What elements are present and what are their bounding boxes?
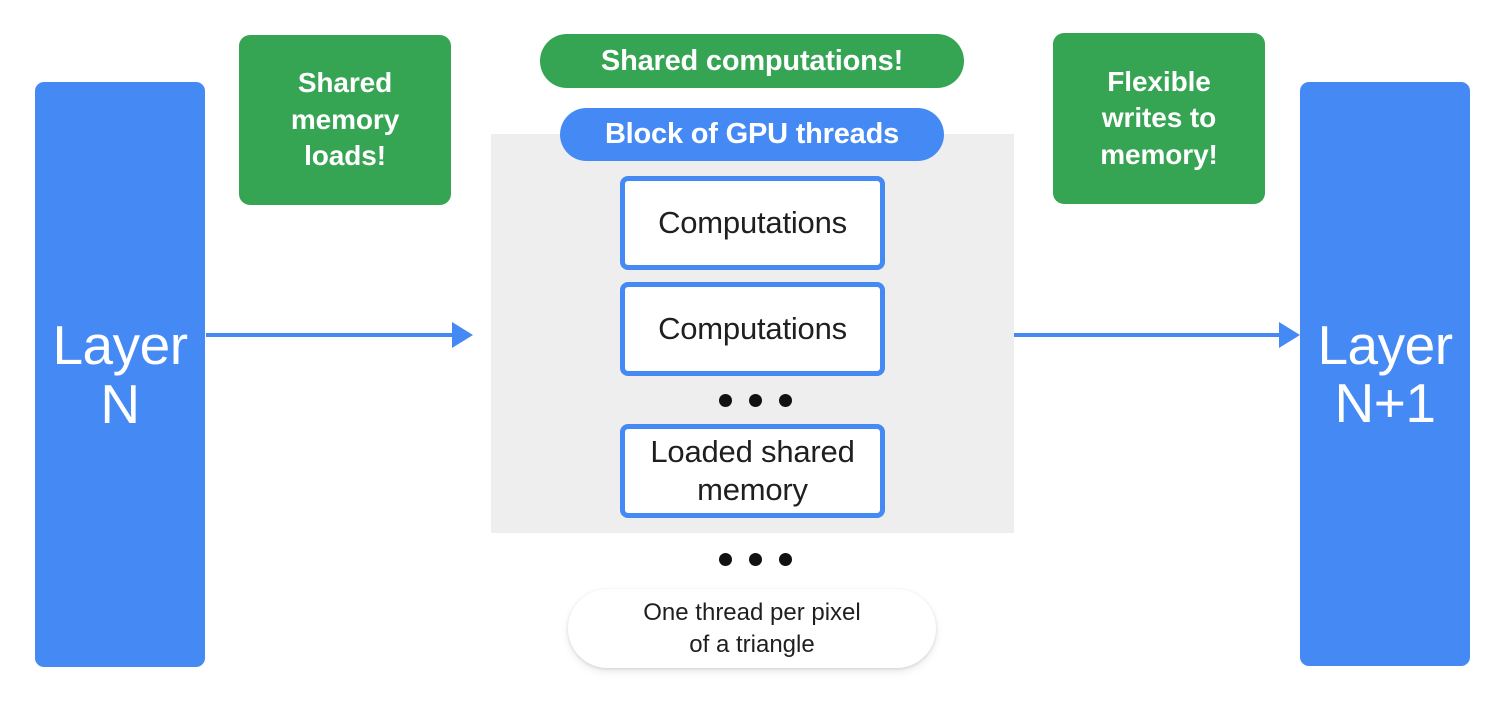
dot-icon — [749, 394, 762, 407]
dot-icon — [719, 394, 732, 407]
pill-one-thread-per-pixel: One thread per pixel of a triangle — [568, 589, 936, 668]
layer-n-plus-1-block: Layer N+1 — [1300, 82, 1470, 666]
dot-icon — [779, 394, 792, 407]
arrow-head — [1279, 322, 1300, 348]
callout-shared-memory-loads: Shared memory loads! — [239, 35, 451, 205]
dot-icon — [779, 553, 792, 566]
dot-icon — [719, 553, 732, 566]
arrow-layer-n-to-block-icon — [206, 322, 473, 348]
arrow-shaft — [1014, 333, 1281, 337]
arrow-head — [452, 322, 473, 348]
arrow-block-to-layer-n1-icon — [1014, 322, 1300, 348]
thread-box-loaded-shared-memory: Loaded shared memory — [620, 424, 885, 518]
layer-n-block: Layer N — [35, 82, 205, 667]
thread-box-computations-1: Computations — [620, 176, 885, 270]
ellipsis-inner-icon — [719, 394, 792, 407]
dot-icon — [749, 553, 762, 566]
pill-shared-computations: Shared computations! — [540, 34, 964, 88]
arrow-shaft — [206, 333, 454, 337]
thread-box-computations-2: Computations — [620, 282, 885, 376]
pill-block-of-gpu-threads: Block of GPU threads — [560, 108, 944, 161]
callout-flexible-writes-to-memory: Flexible writes to memory! — [1053, 33, 1265, 204]
ellipsis-outer-icon — [719, 553, 792, 566]
